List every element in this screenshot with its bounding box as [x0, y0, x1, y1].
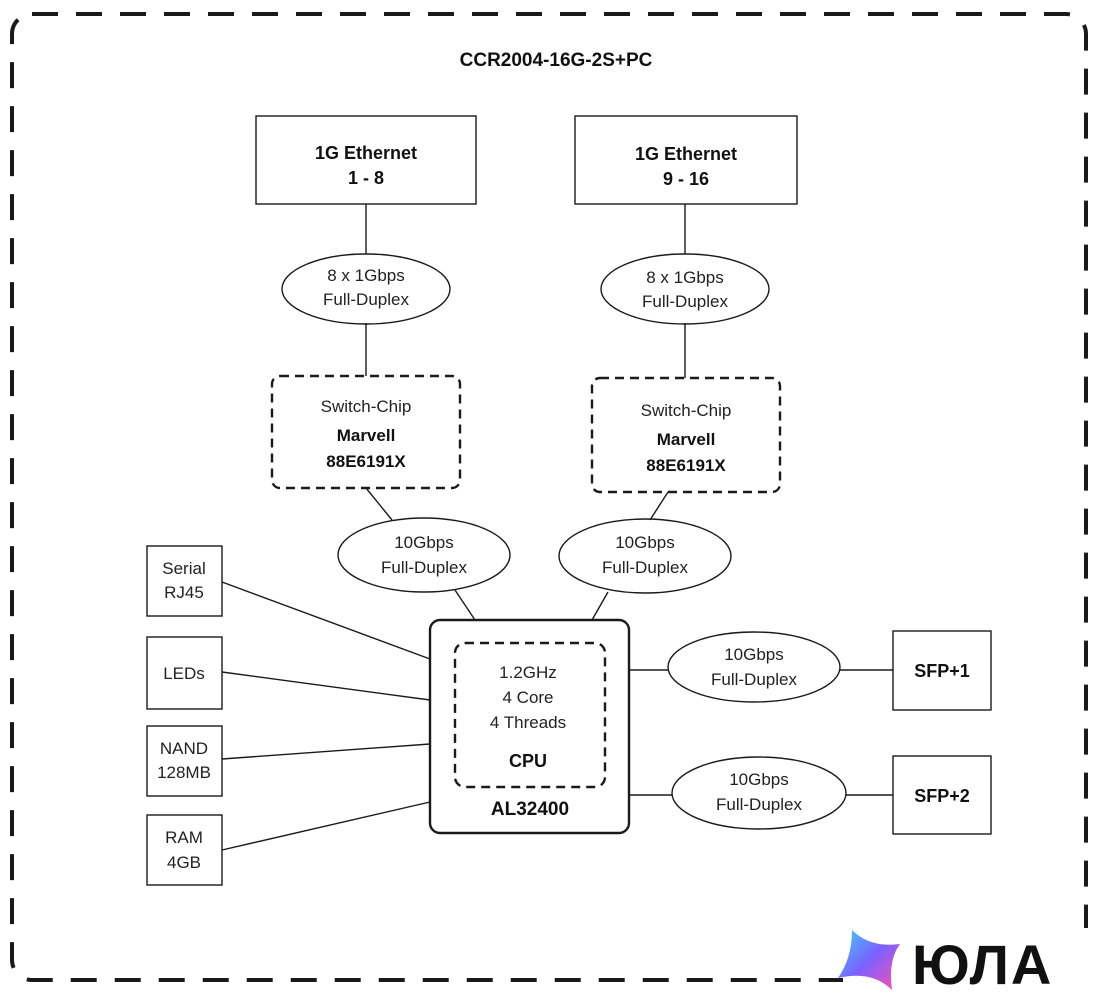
link-sfp2-line2: Full-Duplex — [716, 795, 802, 814]
switch-left-line3: 88E6191X — [326, 452, 406, 471]
link-ellipse-switch-left: 10Gbps Full-Duplex — [337, 517, 511, 593]
ram-line1: RAM — [165, 828, 203, 847]
cpu-core-area — [453, 641, 607, 789]
ethernet-right-line2: 9 - 16 — [663, 169, 709, 189]
cpu-cores: 4 Core — [502, 688, 553, 707]
link-ellipse-sfp2: 10Gbps Full-Duplex — [671, 756, 847, 830]
link-sfp1-line1: 10Gbps — [724, 645, 784, 664]
cpu-model: AL32400 — [491, 799, 569, 820]
line-switch-right-to-link — [649, 491, 669, 521]
link-sw-right-line1: 10Gbps — [615, 533, 675, 552]
link-ellipse-sfp1: 10Gbps Full-Duplex — [667, 631, 841, 703]
sfp1-block: SFP+1 — [892, 630, 992, 711]
cpu-label: CPU — [509, 751, 547, 771]
serial-block: Serial RJ45 — [146, 545, 223, 617]
link-sw-left-line1: 10Gbps — [394, 533, 454, 552]
link-eth-right-line2: Full-Duplex — [642, 292, 728, 311]
link-ellipse-eth-left: 8 x 1Gbps Full-Duplex — [281, 253, 451, 325]
ethernet-block-right: 1G Ethernet 9 - 16 — [574, 115, 798, 205]
watermark-logo: ЮЛА — [838, 928, 1088, 993]
line-ram-to-cpu — [221, 801, 431, 851]
nand-line2: 128MB — [157, 763, 211, 782]
link-eth-right-line1: 8 x 1Gbps — [646, 268, 724, 287]
sfp2-label: SFP+2 — [914, 786, 970, 806]
serial-line2: RJ45 — [164, 583, 204, 602]
switch-left-line2: Marvell — [337, 426, 396, 445]
watermark-text: ЮЛА — [912, 933, 1053, 993]
device-title: CCR2004-16G-2S+PC — [460, 50, 653, 71]
link-sw-left-line2: Full-Duplex — [381, 558, 467, 577]
sfp1-label: SFP+1 — [914, 661, 970, 681]
leds-block: LEDs — [146, 636, 223, 710]
switch-right-line2: Marvell — [657, 430, 716, 449]
switch-chip-left: Switch-Chip Marvell 88E6191X — [270, 374, 462, 490]
link-eth-left-line1: 8 x 1Gbps — [327, 266, 405, 285]
cpu-threads: 4 Threads — [490, 713, 566, 732]
ethernet-left-line1: 1G Ethernet — [315, 143, 417, 163]
switch-left-line1: Switch-Chip — [321, 397, 412, 416]
nand-block: NAND 128MB — [146, 725, 223, 797]
switch-right-line1: Switch-Chip — [641, 401, 732, 420]
link-ellipse-eth-right: 8 x 1Gbps Full-Duplex — [600, 253, 770, 325]
connections — [221, 204, 893, 851]
ram-block: RAM 4GB — [146, 814, 223, 886]
nand-line1: NAND — [160, 739, 208, 758]
line-leds-to-cpu — [221, 671, 431, 701]
ethernet-block-left: 1G Ethernet 1 - 8 — [255, 115, 477, 205]
link-sfp2-line1: 10Gbps — [729, 770, 789, 789]
line-link-left-to-cpu — [454, 589, 476, 621]
ethernet-left-line2: 1 - 8 — [348, 168, 384, 188]
switch-right-line3: 88E6191X — [646, 456, 726, 475]
ethernet-right-line1: 1G Ethernet — [635, 144, 737, 164]
link-ellipse-switch-right: 10Gbps Full-Duplex — [558, 518, 732, 594]
link-sfp1-line2: Full-Duplex — [711, 670, 797, 689]
line-link-right-to-cpu — [591, 591, 609, 621]
line-nand-to-cpu — [221, 743, 431, 760]
link-sw-right-line2: Full-Duplex — [602, 558, 688, 577]
serial-line1: Serial — [162, 559, 205, 578]
leds-line1: LEDs — [163, 664, 205, 683]
switch-chip-right: Switch-Chip Marvell 88E6191X — [590, 376, 782, 494]
sfp2-block: SFP+2 — [892, 755, 992, 835]
star-icon — [838, 930, 900, 990]
line-switch-left-to-link — [365, 487, 393, 521]
cpu-frequency: 1.2GHz — [499, 663, 557, 682]
ram-line2: 4GB — [167, 853, 201, 872]
line-serial-to-cpu — [221, 581, 431, 660]
cpu-block: 1.2GHz 4 Core 4 Threads CPU AL32400 — [428, 618, 631, 835]
link-eth-left-line2: Full-Duplex — [323, 290, 409, 309]
